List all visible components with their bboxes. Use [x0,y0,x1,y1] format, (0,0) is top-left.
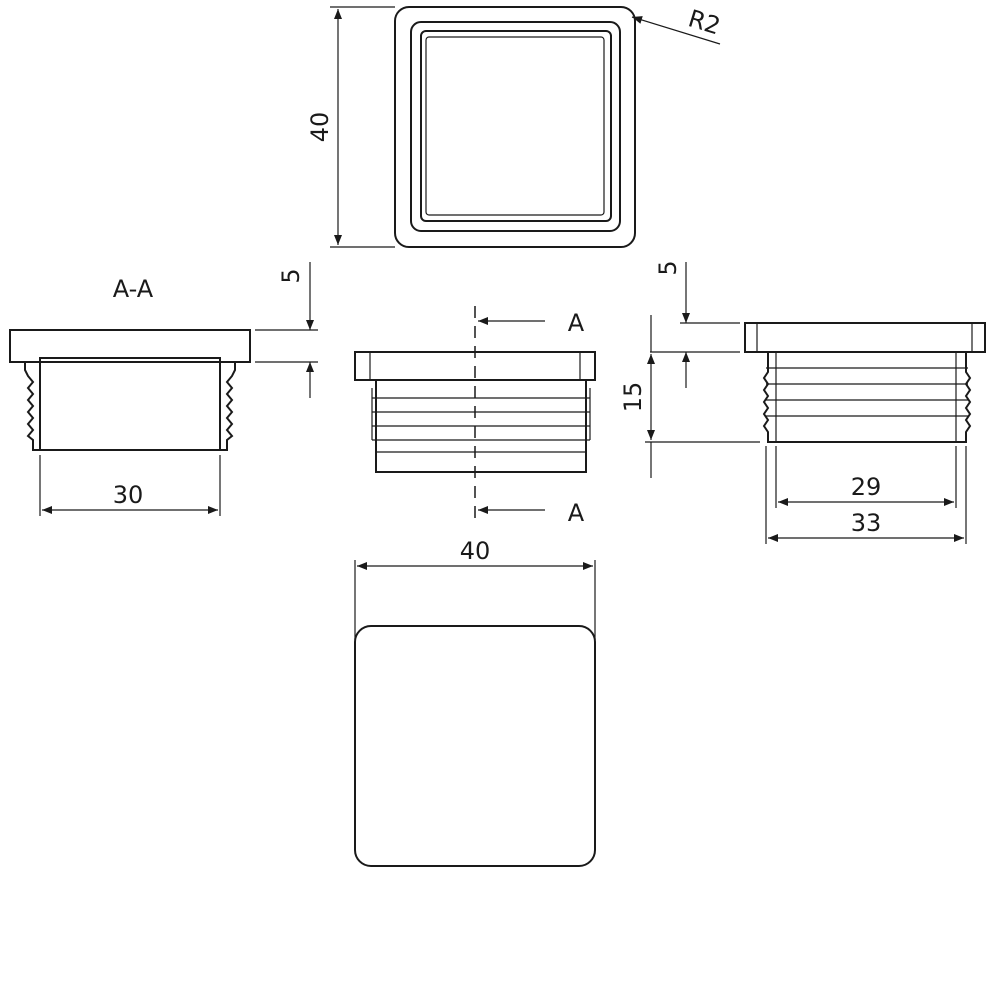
top-height-dimension-label: 40 [306,112,334,143]
section-flange-dimension-label: 5 [277,268,305,283]
rib-inner-width-label: 29 [851,473,882,501]
side-depth-dimension-label: 15 [619,382,647,413]
section-title: A-A [113,275,154,303]
side-view: 5 15 29 33 [619,260,985,544]
front-view: A A [355,306,595,527]
side-flange-dimension-label: 5 [654,260,682,275]
bottom-width-dimension-label: 40 [460,537,491,565]
cut-label-top: A [568,309,585,337]
top-view: 40 R2 [306,4,724,247]
cut-label-bottom: A [568,499,585,527]
bottom-view: 40 [355,537,595,866]
section-width-dimension-label: 30 [113,481,144,509]
rib-outer-width-label: 33 [851,509,882,537]
section-view: A-A 5 30 [10,262,318,516]
